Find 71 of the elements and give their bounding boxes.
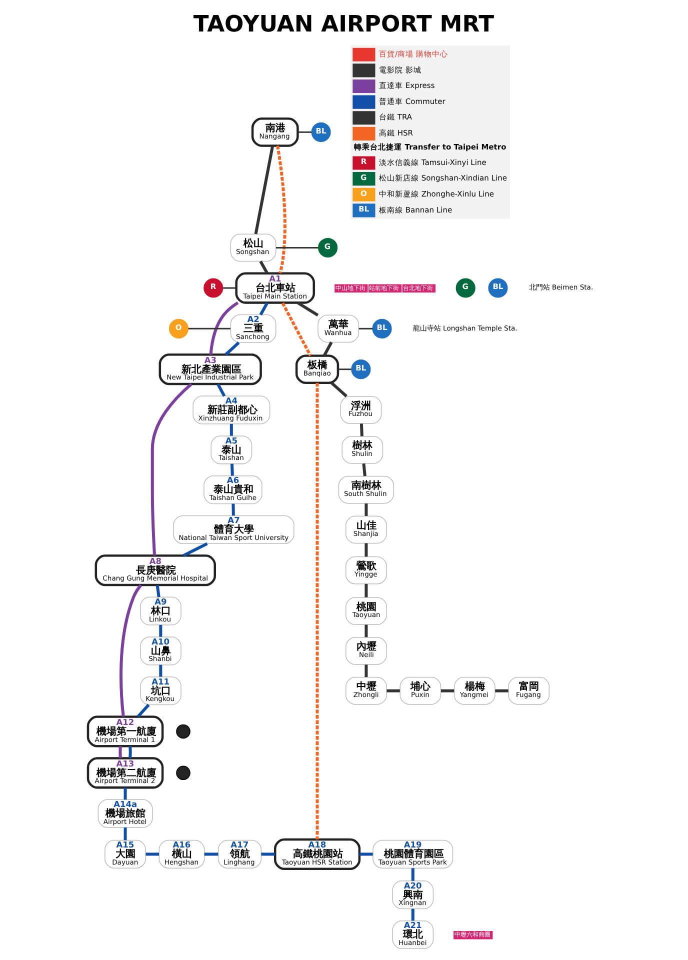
legend-label: 高鐵 HSR	[379, 128, 414, 138]
connector	[182, 542, 208, 557]
connector	[364, 664, 368, 678]
connector	[204, 852, 218, 856]
connector	[159, 664, 162, 677]
connector	[209, 301, 239, 355]
connector	[120, 584, 142, 717]
connector	[259, 302, 269, 316]
node-circle: BL	[311, 122, 331, 142]
connector	[364, 624, 368, 638]
connector	[124, 828, 127, 840]
label: G	[360, 172, 367, 182]
connector	[128, 746, 132, 758]
connector	[316, 382, 319, 840]
node-circle: BL	[351, 360, 371, 380]
connector	[338, 368, 352, 370]
connector	[411, 908, 414, 921]
label: R	[360, 157, 367, 166]
label: O	[360, 188, 367, 198]
connector	[360, 424, 364, 436]
connector	[297, 302, 319, 316]
connector	[276, 246, 318, 248]
legend-label: 台鐵 TRA	[379, 112, 412, 122]
connector	[330, 382, 348, 398]
label: BL	[358, 204, 370, 214]
connector	[276, 145, 286, 274]
connector	[230, 424, 233, 436]
legend-label: 淡水信義線 Tamsui-Xinyi Line	[379, 158, 486, 167]
legend-label: 板南線 Bannan Line	[379, 205, 452, 214]
legend-label: 松山新店線 Songshan-Xindian Line	[379, 174, 507, 183]
connector	[146, 852, 159, 856]
connector	[364, 543, 368, 557]
node-circle: G	[318, 238, 338, 258]
connector	[411, 868, 414, 881]
connector	[124, 788, 127, 800]
connector	[364, 504, 368, 516]
connector	[223, 287, 236, 289]
node-circle: R	[204, 278, 224, 298]
label: 轉乘台北捷運 Transfer to Taipei Metro	[354, 142, 506, 152]
legend-label: 百貨/商場 購物中心	[379, 49, 448, 58]
connector	[232, 504, 235, 516]
connector	[495, 689, 508, 692]
connector	[298, 131, 312, 133]
connector	[254, 145, 274, 234]
connector	[188, 328, 230, 330]
node-circle: O	[168, 318, 189, 338]
node-circle: G	[456, 278, 476, 298]
connector	[224, 342, 240, 356]
connector	[386, 689, 400, 692]
node-circle: BL	[372, 318, 392, 338]
connector	[259, 260, 268, 274]
legend-label: 中和新蘆線 Zhonghe-Xinlu Line	[379, 190, 494, 199]
connector	[230, 464, 234, 476]
connector	[322, 342, 333, 356]
legend-label: 直達車 Express	[379, 81, 435, 90]
connector	[440, 689, 454, 692]
connector	[156, 585, 160, 598]
connector	[281, 302, 312, 356]
legend-label: 電影院 影城	[379, 65, 422, 74]
connector	[216, 384, 226, 397]
connector	[362, 464, 366, 476]
connector	[159, 624, 162, 637]
connector	[359, 852, 373, 856]
legend-label: 普通車 Commuter	[379, 96, 446, 106]
connector	[364, 584, 368, 598]
connector	[118, 746, 122, 758]
connector	[261, 852, 276, 856]
connector	[358, 328, 373, 330]
node-circle: BL	[488, 278, 508, 298]
diagram-title: TAOYUAN AIRPORT MRT	[193, 12, 494, 38]
connector	[136, 704, 150, 718]
